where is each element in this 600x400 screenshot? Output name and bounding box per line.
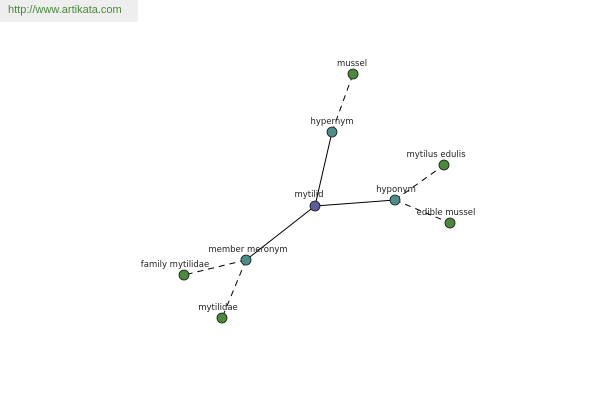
edge-mytilid-to-hypernym — [314, 131, 333, 207]
node-label-mytilidae[interactable]: mytilidae — [198, 303, 238, 313]
node-label-member-meronym[interactable]: member meronym — [208, 245, 287, 255]
watermark-url[interactable]: http://www.artikata.com — [8, 4, 122, 16]
node-label-mytilid[interactable]: mytilid — [294, 190, 323, 200]
edge-hyponym-to-edible-mussel — [394, 199, 451, 224]
node-label-family-mytilidae[interactable]: family mytilidae — [141, 260, 210, 270]
node-mytilidae[interactable] — [216, 312, 228, 324]
node-member-meronym[interactable] — [240, 254, 252, 266]
node-mytilus-edulis[interactable] — [438, 159, 450, 171]
watermark-banner: http://www.artikata.com — [0, 0, 138, 22]
edges-layer — [183, 73, 451, 319]
edge-mytilid-to-member-meronym — [245, 205, 316, 261]
node-label-mussel[interactable]: mussel — [337, 59, 367, 69]
node-label-mytilus-edulis[interactable]: mytilus edulis — [406, 150, 466, 160]
node-hypernym[interactable] — [326, 126, 338, 138]
node-family-mytilidae[interactable] — [178, 269, 190, 281]
node-edible-mussel[interactable] — [444, 217, 456, 229]
node-label-hypernym[interactable]: hypernym — [310, 117, 353, 127]
nodes-layer — [178, 68, 456, 324]
node-mytilid[interactable] — [309, 200, 321, 212]
node-hyponym[interactable] — [389, 194, 401, 206]
edge-mytilid-to-hyponym — [314, 199, 396, 207]
node-label-hyponym[interactable]: hyponym — [376, 185, 416, 195]
node-mussel[interactable] — [347, 68, 359, 80]
node-label-edible-mussel[interactable]: edible mussel — [417, 208, 476, 218]
labels-layer: mytilid hypernym hyponym member meronym muss… — [141, 59, 476, 313]
